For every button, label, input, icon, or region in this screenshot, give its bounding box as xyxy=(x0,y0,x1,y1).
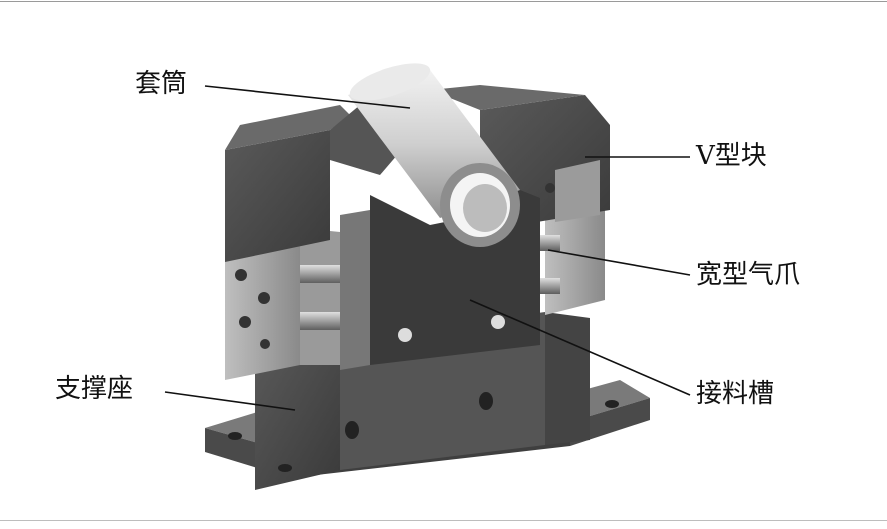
top-rule xyxy=(0,1,887,2)
leader-wide-gripper xyxy=(547,249,691,276)
label-receiving-trough: 接料槽 xyxy=(696,379,775,409)
label-sleeve: 套筒 xyxy=(135,69,188,99)
left-gripper-shape xyxy=(225,105,410,380)
leader-receiving-trough xyxy=(469,299,691,396)
sleeve-shape xyxy=(348,63,520,247)
label-wide-gripper: 宽型气爪 xyxy=(696,260,801,290)
label-v-block: V型块 xyxy=(696,141,767,171)
label-support-base: 支撑座 xyxy=(55,374,134,404)
leader-sleeve xyxy=(204,85,411,109)
bottom-rule xyxy=(0,520,887,521)
leader-support-base xyxy=(164,391,296,411)
